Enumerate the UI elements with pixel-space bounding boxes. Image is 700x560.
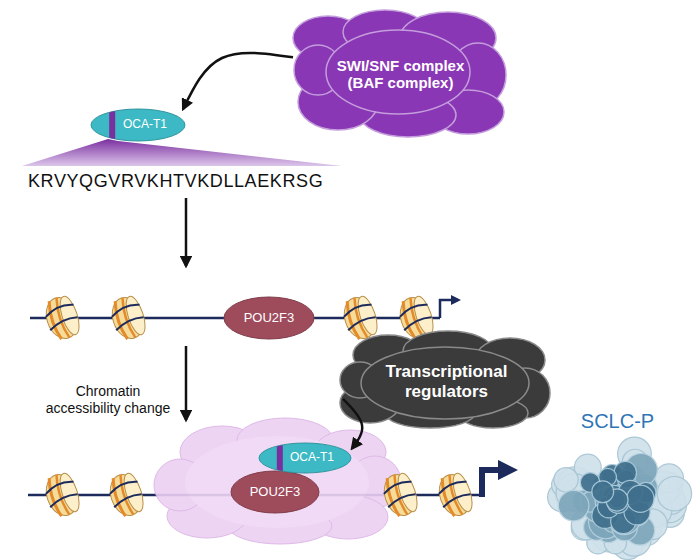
tumor-illustration-shape	[545, 410, 690, 558]
transcription-start-arrow	[440, 300, 458, 318]
protein-complex: Transcriptional regulators	[343, 333, 550, 430]
tumor-cell	[554, 468, 578, 492]
sequence-fan	[22, 139, 342, 166]
node-label: POU2F3	[250, 485, 301, 500]
complex-subunit	[361, 347, 529, 419]
domain-stripe	[277, 442, 283, 474]
complex-core	[363, 349, 527, 417]
flow-arrow	[185, 346, 188, 420]
flow-arrow	[185, 198, 188, 266]
nucleosome	[339, 293, 381, 342]
node-label: Transcriptional regulators	[372, 362, 522, 401]
protein-body	[259, 443, 351, 473]
protein-ellipse: POU2F3	[230, 470, 320, 514]
nucleosome	[41, 470, 83, 519]
protein-body	[224, 297, 314, 339]
step-label: Chromatin accessibility change	[38, 383, 178, 417]
domain-stripe	[109, 108, 115, 142]
tumor-cell	[592, 481, 614, 503]
curved-arrow	[183, 53, 293, 109]
nucleosome	[105, 470, 147, 519]
protein-body	[91, 109, 185, 141]
protein-complex: SWI/SNF complex (BAF complex)	[293, 10, 508, 138]
complex-cloud	[154, 418, 401, 544]
node-label: SWI/SNF complex (BAF complex)	[331, 57, 471, 92]
tumor-cell	[657, 476, 691, 510]
protein-ellipse: POU2F3	[223, 296, 315, 340]
protein-ellipse: OCA-T1	[258, 442, 352, 474]
protein-ellipse: OCA-T1	[90, 108, 186, 142]
nucleosome	[434, 470, 476, 519]
transcription-start-arrow	[482, 470, 512, 497]
tumor-cell	[627, 485, 654, 512]
nucleosome	[41, 293, 83, 342]
tumor-illustration: SCLC-P	[545, 410, 690, 558]
node-label: OCA-T1	[123, 118, 167, 132]
node-label: OCA-T1	[290, 451, 334, 465]
nucleosome	[107, 293, 149, 342]
protein-body	[231, 471, 319, 513]
cancer-subtype-label: SCLC-P	[581, 410, 654, 433]
node-label: POU2F3	[244, 311, 295, 326]
nucleosome	[379, 470, 421, 519]
curved-arrow	[343, 399, 362, 448]
complex-subunit	[326, 30, 470, 114]
tumor-cell	[558, 490, 589, 521]
peptide-sequence: KRVYQGVRVKHTVKDLLAEKRSG	[28, 171, 358, 193]
